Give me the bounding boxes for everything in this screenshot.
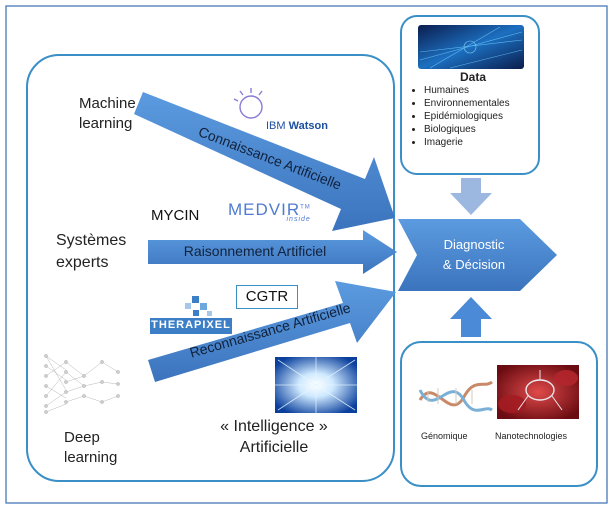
data-box-border <box>400 15 540 175</box>
label-machine: Machine <box>79 95 136 112</box>
cgtr-label: CGTR <box>236 285 298 309</box>
watson-name: Watson <box>288 120 328 132</box>
data-box: Data Humaines Environnementales Epidémio… <box>412 70 534 149</box>
intelligence-artificielle-label: « Intelligence » Artificielle <box>200 416 348 458</box>
intelligence-burst-image <box>275 357 357 413</box>
label-systemes: Systèmes <box>56 232 127 249</box>
diagnostic-text: Diagnostic <box>443 237 505 252</box>
therapixel-logo <box>150 294 232 334</box>
mycin-label: MYCIN <box>151 207 200 224</box>
ibm-watson-logo-mark <box>233 88 263 119</box>
data-image-circuit <box>419 26 523 69</box>
data-item-biologiques: Biologiques <box>424 123 534 136</box>
data-item-environnementales: Environnementales <box>424 97 534 110</box>
label-systemes-experts: Systèmes experts <box>56 230 126 274</box>
dna-image <box>416 367 494 423</box>
neural-network-image <box>38 350 126 418</box>
intelligence-line1: « Intelligence » <box>220 418 328 435</box>
arrow-raisonnement <box>148 230 397 274</box>
arrow-data-down <box>450 178 492 215</box>
arrow-raisonnement-label: Raisonnement Artificiel <box>183 243 327 259</box>
ibm-brand: IBM <box>266 120 286 132</box>
medvir-tm: TM <box>300 204 311 211</box>
arrow-diagnostic <box>398 219 557 291</box>
label-deep-learning: Deep learning <box>64 428 117 468</box>
label-experts: experts <box>56 254 109 271</box>
intelligence-line2: Artificielle <box>239 439 309 456</box>
data-item-imagerie: Imagerie <box>424 136 534 149</box>
label-machine-learning: Machine learning <box>79 94 136 134</box>
nanotech-image <box>497 365 579 419</box>
caption-genomique: Génomique <box>421 431 468 441</box>
label-learning: learning <box>79 115 133 132</box>
decision-text: & Décision <box>442 257 506 272</box>
arrow-omics-up <box>450 297 492 337</box>
omics-box-border <box>400 341 598 487</box>
data-title: Data <box>459 70 486 84</box>
arrow-reconnaissance <box>148 281 396 382</box>
label-deep: Deep <box>64 429 100 446</box>
arrow-connaissance <box>134 92 395 231</box>
medvir-name: MEDVIR <box>228 200 301 219</box>
medvir-tagline: inside <box>286 216 311 223</box>
data-list: Humaines Environnementales Epidémiologiq… <box>412 84 534 149</box>
caption-nanotechnologies: Nanotechnologies <box>495 431 568 441</box>
therapixel-text: THERAPIXEL <box>151 319 231 331</box>
data-item-humaines: Humaines <box>424 84 534 97</box>
label-deep-learning-2: learning <box>64 449 118 466</box>
diagnostic-decision-label: Diagnostic & Décision <box>424 235 524 275</box>
ai-group-box <box>26 54 395 482</box>
medvir-logo: MEDVIRTM inside <box>228 200 311 223</box>
ibm-watson-logo: IBM Watson <box>266 120 328 132</box>
data-item-epidemiologiques: Epidémiologiques <box>424 110 534 123</box>
data-image <box>418 25 524 69</box>
